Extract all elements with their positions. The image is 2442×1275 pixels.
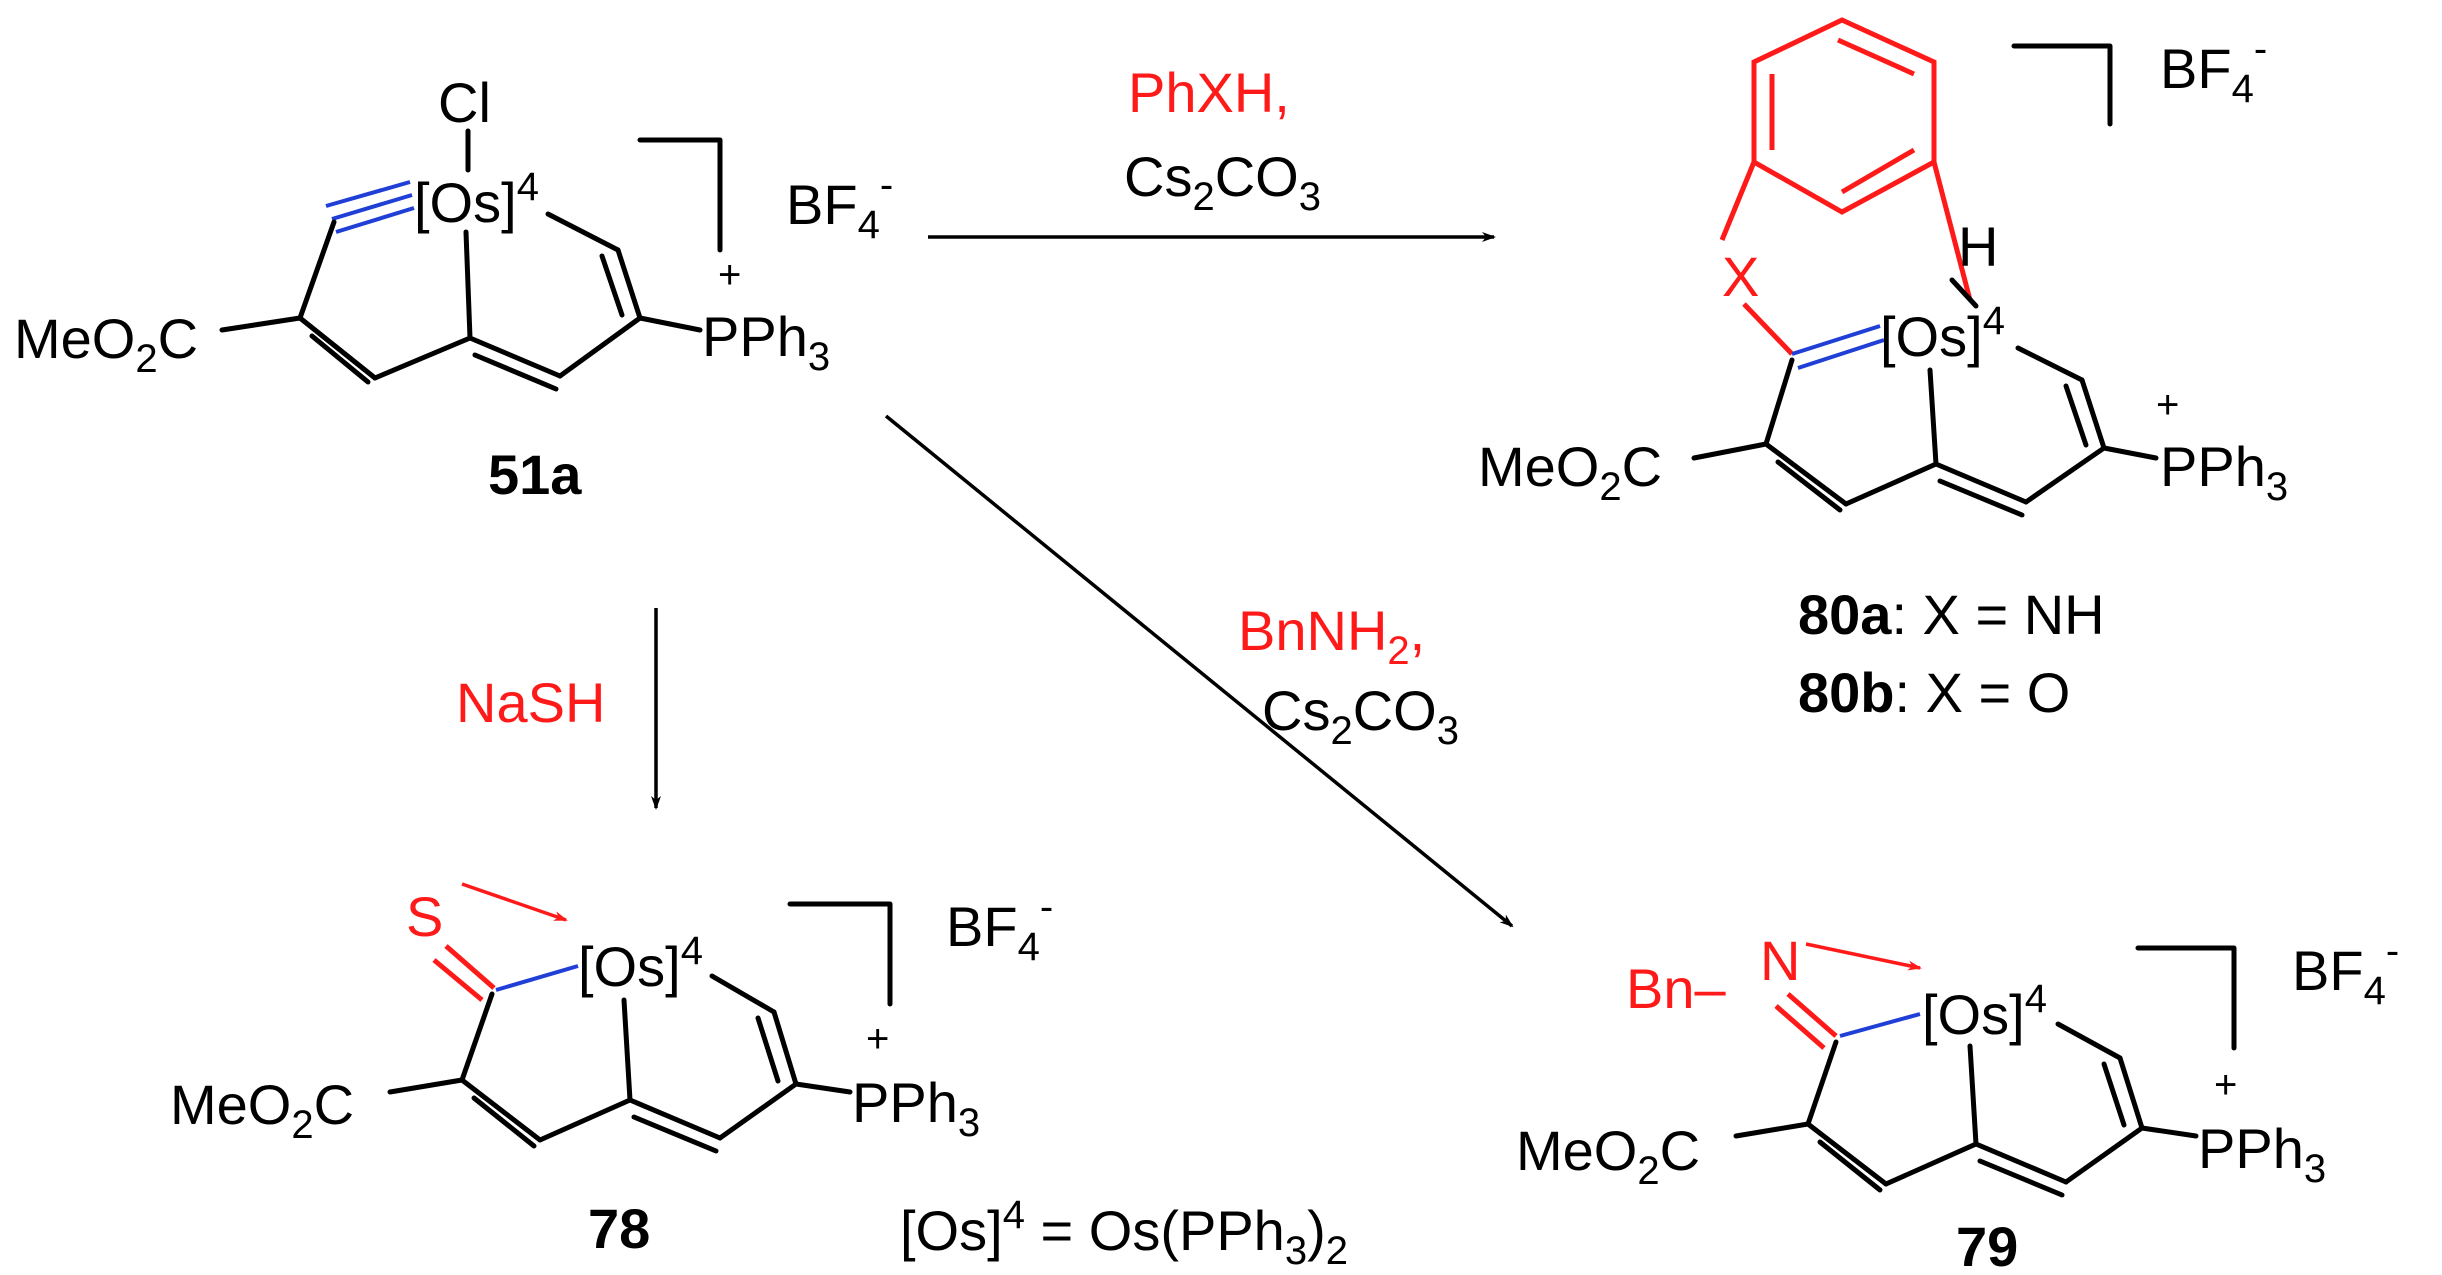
n-to-os-dative-arrow <box>1805 942 1922 971</box>
x-carbene-bond <box>1742 302 1794 356</box>
compound-80: X H [Os]4 MeO2C PPh3 + BF4- 80a: <box>1478 17 2288 724</box>
compound-caption-80a: 80a: X = NH <box>1798 583 2105 646</box>
carbyne-triple-bond <box>325 180 415 234</box>
phosphonium-label: PPh3 <box>702 305 830 379</box>
charge-bracket <box>637 137 723 253</box>
reagent-cs2co3-top: Cs2CO3 <box>1124 145 1321 219</box>
phosphonium-label-80: PPh3 <box>2160 435 2288 509</box>
compound-number-51a: 51a <box>488 443 582 506</box>
ester-label-80: MeO2C <box>1478 435 1662 509</box>
osmium-label: [Os]4 <box>414 165 539 234</box>
thiocarbonyl-double-bond <box>432 944 496 1002</box>
counterion-label-78: BF4- <box>946 885 1053 969</box>
reagent-bnnh2: BnNH2, <box>1238 599 1425 673</box>
c-os-bond-79 <box>1839 1012 1921 1038</box>
nitrogen-label: N <box>1760 929 1800 992</box>
arrow-to-79: BnNH2, Cs2CO3 <box>884 414 1514 928</box>
benzene-ring <box>1719 17 1973 301</box>
chlorine-label: Cl <box>438 71 491 134</box>
phosphonium-label-79: PPh3 <box>2198 1117 2326 1191</box>
reagent-phxh: PhXH, <box>1128 61 1290 124</box>
plus-charge-80: + <box>2156 383 2179 427</box>
os-h-bond <box>1949 277 1979 309</box>
osmium-label-80: [Os]4 <box>1880 299 2005 368</box>
osmium-label-78: [Os]4 <box>578 929 703 998</box>
plus-charge-78: + <box>866 1017 889 1061</box>
ester-label-78: MeO2C <box>170 1073 354 1147</box>
compound-caption-80b: 80b: X = O <box>1798 661 2070 724</box>
sulfur-label: S <box>406 885 443 948</box>
counterion-label: BF4- <box>786 163 893 247</box>
plus-charge: + <box>718 253 741 297</box>
c-os-bond-78 <box>495 964 579 992</box>
carbene-double-bond <box>1791 324 1885 370</box>
counterion-label-80: BF4- <box>2160 27 2267 111</box>
arrow-to-80: PhXH, Cs2CO3 <box>928 61 1496 242</box>
heteroatom-x: X <box>1722 245 1759 308</box>
metallacycle-skeleton-78 <box>387 973 853 1154</box>
ester-label-79: MeO2C <box>1516 1119 1700 1193</box>
ester-label: MeO2C <box>14 307 198 381</box>
plus-charge-79: + <box>2214 1063 2237 1107</box>
charge-bracket-79 <box>2135 945 2237 1051</box>
compound-79: Bn– N [Os]4 MeO2C PPh3 + BF4- 79 <box>1516 929 2399 1275</box>
benzyl-label: Bn– <box>1626 957 1726 1020</box>
compound-51a: Cl [Os]4 MeO2C PPh3 + BF4- <box>14 71 893 506</box>
osmium-label-79: [Os]4 <box>1922 977 2047 1046</box>
hydride-label: H <box>1958 215 1998 278</box>
arrow-to-78: NaSH <box>456 608 661 810</box>
metallacycle-skeleton-79 <box>1733 1021 2199 1198</box>
osmium-fragment-definition: [Os]4 = Os(PPh3)2 <box>900 1193 1348 1273</box>
s-to-os-dative-arrow <box>461 882 568 922</box>
metallacycle-skeleton-80 <box>1691 345 2159 518</box>
reagent-cs2co3-diag: Cs2CO3 <box>1262 679 1459 753</box>
compound-78: S [Os]4 MeO2C PPh3 + BF4- 78 <box>170 882 1053 1260</box>
compound-number-78: 78 <box>588 1197 650 1260</box>
reagent-nash: NaSH <box>456 671 605 734</box>
phosphonium-label-78: PPh3 <box>852 1071 980 1145</box>
compound-number-79: 79 <box>1956 1215 2018 1275</box>
charge-bracket-80 <box>2011 43 2113 127</box>
metallacycle-skeleton <box>219 211 703 392</box>
imine-double-bond <box>1774 992 1838 1050</box>
charge-bracket-78 <box>787 901 893 1007</box>
counterion-label-79: BF4- <box>2292 929 2399 1013</box>
